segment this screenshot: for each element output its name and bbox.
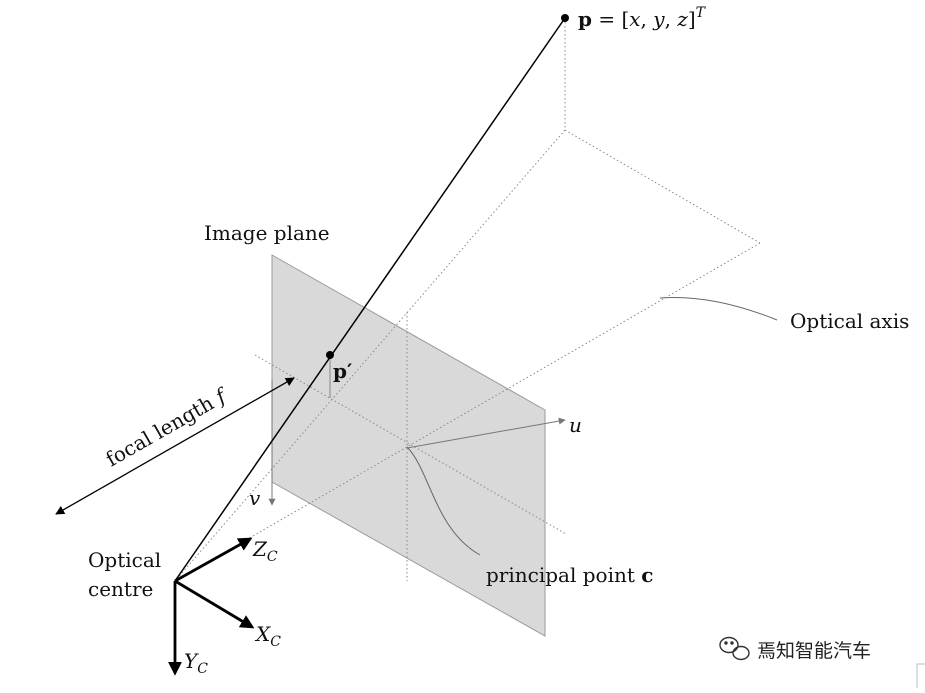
optical-centre-label-line1: Optical: [88, 548, 161, 572]
wechat-icon: [719, 636, 750, 661]
p-prime-label: p′: [333, 359, 352, 383]
optical-axis-label: Optical axis: [790, 309, 909, 333]
point-p: [561, 14, 569, 22]
zc-axis-label: ZC: [252, 537, 278, 565]
watermark-text: 焉知智能汽车: [757, 640, 871, 662]
principal-point-leader: [406, 446, 481, 556]
image-plane-label: Image plane: [204, 221, 330, 245]
principal-point-label: principal point c: [486, 563, 653, 587]
xc-axis: [174, 579, 255, 629]
focal-length-arrow: [55, 377, 295, 515]
optical-centre-label-line2: centre: [88, 577, 153, 601]
point-p-prime: [326, 351, 334, 359]
focal-length-label: focal length f: [102, 382, 233, 471]
optical-axis-leader: [659, 297, 778, 321]
u-axis-label: u: [569, 413, 582, 437]
yc-axis-label: YC: [184, 649, 208, 677]
u-axis-arrow: [406, 417, 566, 449]
zc-axis: [174, 537, 253, 583]
xc-axis-label: XC: [254, 622, 281, 650]
watermark: 焉知智能汽车: [719, 636, 871, 662]
corner-bracket: [916, 663, 925, 688]
v-axis-label: v: [249, 486, 261, 510]
point-p-label: p = [x, y, z]T: [578, 5, 707, 31]
